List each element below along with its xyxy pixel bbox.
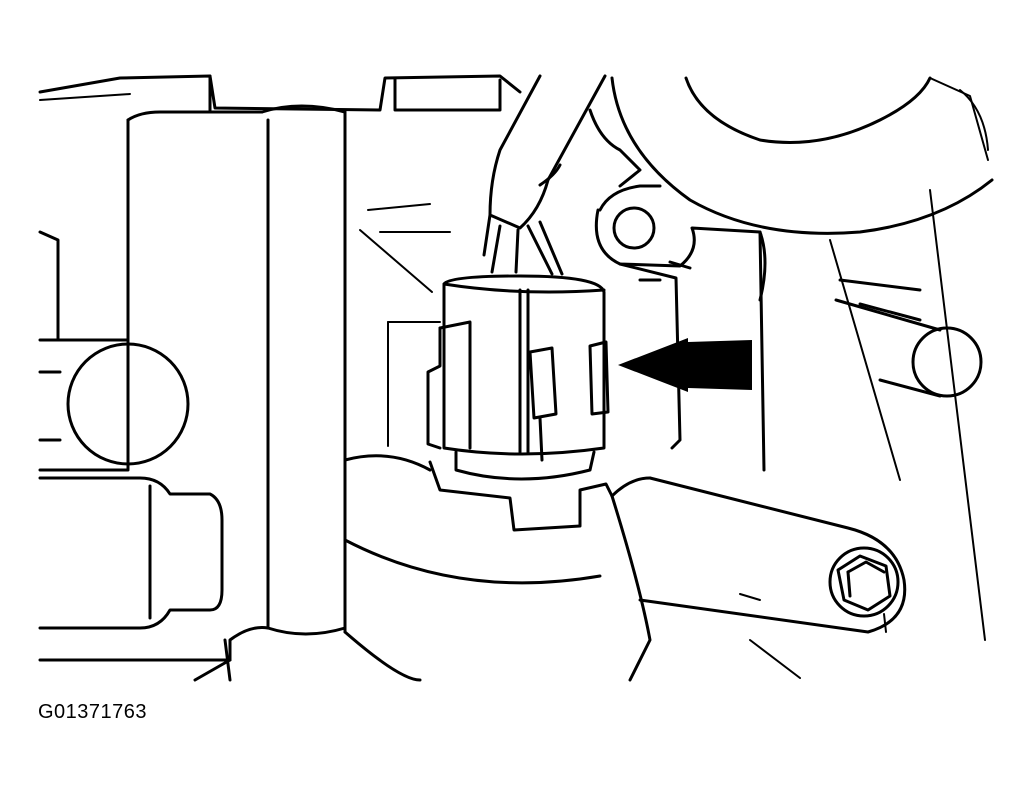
electrical-connector [426, 274, 610, 481]
background-panel [359, 184, 662, 447]
upper-housing [38, 74, 522, 112]
left-block [38, 110, 264, 472]
figure-id-label: G01371763 [38, 701, 148, 723]
sensor-base [223, 454, 652, 682]
pulley-assembly [588, 76, 994, 641]
vertical-pipe [260, 104, 347, 636]
wire-harness [482, 74, 607, 276]
lower-left-fitting [38, 476, 270, 682]
pointer-arrow [618, 338, 752, 392]
arrow-left-icon [618, 338, 752, 392]
right-shaft [834, 298, 983, 398]
mounting-arm [638, 476, 907, 679]
